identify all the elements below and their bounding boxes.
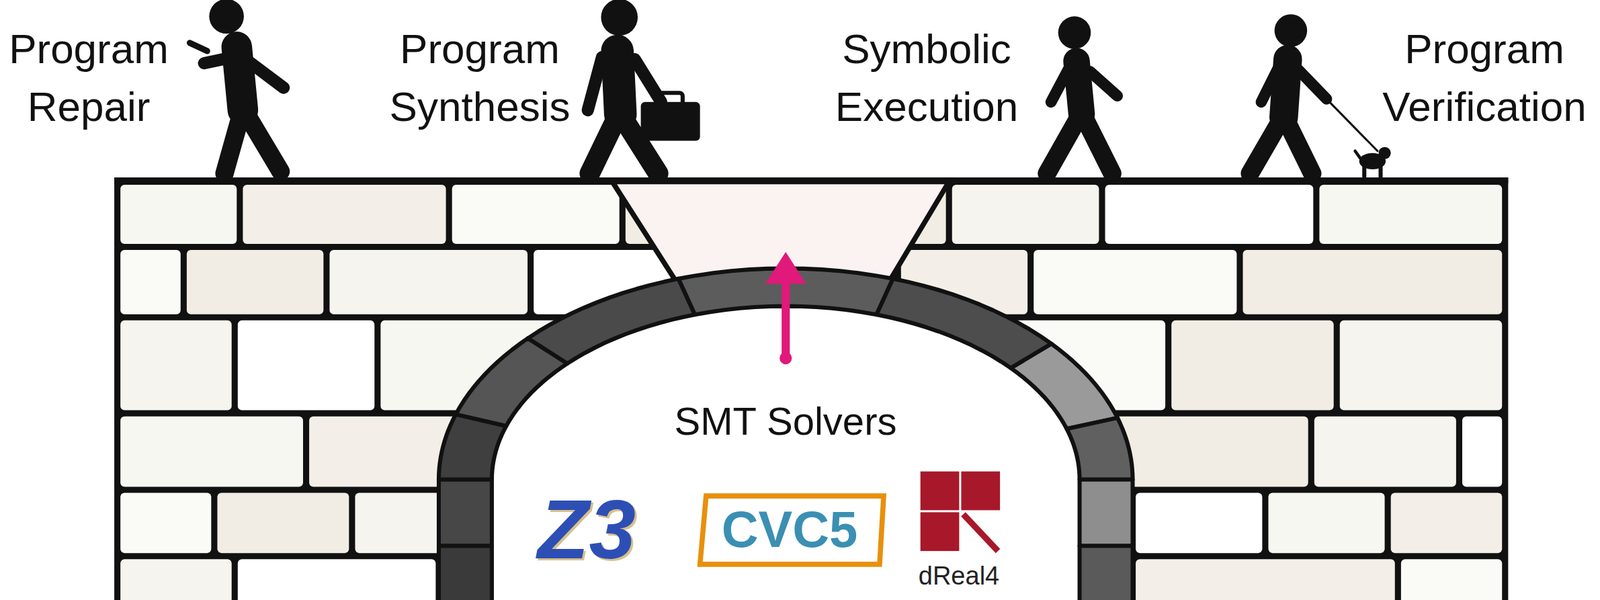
support-arrow [781, 277, 790, 357]
brick [1243, 249, 1503, 315]
brick [237, 559, 437, 600]
arch-stone [528, 278, 696, 364]
solver-logo-text: Z3 [537, 482, 636, 577]
brick [242, 184, 446, 244]
arch-ring [438, 268, 1133, 600]
brick [1401, 559, 1502, 600]
brick [1105, 184, 1314, 244]
support-arrow [779, 352, 792, 365]
use-case-label: Program Synthesis [389, 20, 571, 136]
solver-logo-text: dReal4 [918, 561, 1000, 591]
brick [1268, 493, 1385, 554]
brick [237, 320, 375, 411]
person-figure [1046, 16, 1118, 174]
solver-logo-text: CVC5 [721, 499, 859, 560]
brick [120, 559, 232, 600]
arch-stone [1066, 417, 1133, 480]
person-figure [189, 0, 284, 174]
brick [1135, 493, 1262, 554]
brick [1319, 184, 1502, 244]
support-arrow [765, 251, 807, 284]
arch-stone [1010, 344, 1118, 430]
brick [452, 184, 620, 244]
use-case-label: Symbolic Execution [835, 20, 1019, 136]
brick [1339, 320, 1502, 411]
arch-stone [438, 479, 492, 547]
dreal-logo [920, 471, 1000, 552]
arch-stone [438, 546, 492, 600]
arch-stone [876, 278, 1051, 369]
brick [120, 416, 304, 488]
brick [1033, 249, 1237, 315]
brick [120, 249, 181, 315]
brick [1391, 493, 1503, 554]
brick [120, 493, 212, 554]
brick [329, 249, 528, 315]
brick [217, 493, 349, 554]
arch-stone [1079, 479, 1133, 547]
brick [1135, 559, 1396, 600]
person-figure [1249, 14, 1392, 177]
use-case-label: Program Verification [1382, 20, 1586, 136]
brick [1462, 416, 1502, 488]
foundation-label: SMT Solvers [674, 397, 898, 445]
arch-stone [1079, 546, 1133, 600]
brick [186, 249, 324, 315]
person-figure [587, 0, 701, 174]
deck-line [114, 177, 1508, 184]
brick [120, 320, 232, 411]
logo-frame [700, 495, 884, 565]
brick [1314, 416, 1457, 488]
brick [120, 184, 237, 244]
use-case-label: Program Repair [8, 20, 169, 136]
brick [1171, 320, 1334, 411]
brick [952, 184, 1100, 244]
brick [1054, 416, 1309, 488]
